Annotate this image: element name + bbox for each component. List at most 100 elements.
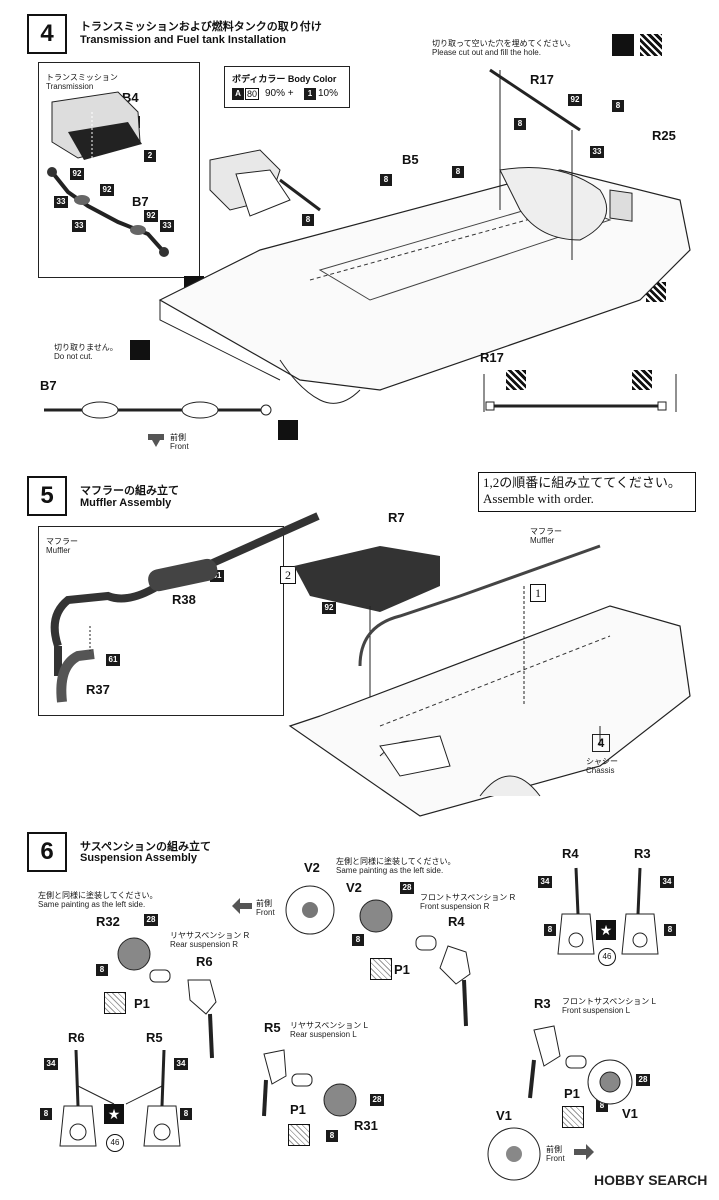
tag-2: 2 [144, 150, 156, 162]
same-paint-en: Same painting as the left side. [336, 866, 444, 875]
paint-icon [130, 340, 150, 360]
part-r6: R6 [196, 954, 213, 969]
part-b7: B7 [132, 194, 149, 209]
b7-detail-drawing [44, 401, 272, 419]
front-l-jp: フロントサスペンション L [562, 997, 656, 1006]
tag-92: 92 [100, 184, 114, 196]
front3-en: Front [546, 1154, 565, 1163]
part-r31: R31 [354, 1118, 378, 1133]
front-shocks-drawing [557, 867, 659, 955]
part-r5b: R5 [264, 1020, 281, 1035]
part-v1: V1 [622, 1106, 638, 1121]
chassis-ref-box: 4 [592, 734, 610, 752]
front-l-suspension-drawing [528, 1025, 633, 1105]
watermark: HOBBY SEARCH [594, 1172, 708, 1188]
part-r4b: R4 [562, 846, 579, 861]
do-not-cut-en: Do not cut. [54, 352, 93, 361]
muffler2-en: Muffler [530, 536, 555, 545]
front-r-jp: フロントサスペンション R [420, 893, 516, 902]
part-p1c: P1 [290, 1102, 306, 1117]
part-r3: R3 [634, 846, 651, 861]
do-not-cut-jp: 切り取りません。 [54, 343, 118, 352]
step6-title-jp: サスペンションの組み立て [80, 841, 212, 853]
step-number-5: 5 [27, 476, 67, 516]
rear-l-jp: リヤサスペンション L [290, 1021, 368, 1030]
part-r4: R4 [448, 914, 465, 929]
chassis-jp: シャシー [586, 757, 618, 766]
order-note-en: Assemble with order. [483, 491, 594, 506]
same-paint2-jp: 左側と同様に塗装してください。 [38, 891, 158, 900]
front-jp: 前側 [170, 433, 186, 442]
part-v2b: V2 [346, 880, 362, 895]
part-r17-detail: R17 [480, 350, 504, 365]
tag-28: 28 [370, 1094, 384, 1106]
cut-icon [612, 34, 634, 56]
tag-8: 8 [352, 934, 364, 946]
front-arrow-icon [148, 434, 164, 447]
tag-8: 8 [544, 924, 556, 936]
fill-icon [640, 34, 662, 56]
part-p1b: P1 [134, 996, 150, 1011]
tag-33: 33 [160, 220, 174, 232]
part-r37: R37 [86, 682, 110, 697]
cut-note-jp: 切り取って空いた穴を埋めてください。 [432, 39, 576, 48]
circle-46: 46 [106, 1134, 124, 1152]
step-number-6: 6 [27, 832, 67, 872]
chassis-drawing-step4 [158, 68, 691, 404]
front-en: Front [170, 442, 189, 451]
rear-r-suspension-drawing [117, 937, 217, 1059]
front-arrow-left-icon [232, 898, 252, 914]
front-r-en: Front suspension R [420, 902, 490, 911]
tag-8: 8 [326, 1130, 338, 1142]
tag-8: 8 [180, 1108, 192, 1120]
tag-61: 61 [106, 654, 120, 666]
front3-jp: 前側 [546, 1145, 562, 1154]
tag-28: 28 [636, 1074, 650, 1086]
rear-r-en: Rear suspension R [170, 940, 239, 949]
part-v1b: V1 [496, 1108, 512, 1123]
chassis-drawing-step5 [288, 544, 691, 817]
tag-92: 92 [322, 602, 336, 614]
tag-34: 34 [538, 876, 552, 888]
order-1: 1 [530, 584, 546, 602]
rear-l-suspension-drawing [262, 1049, 357, 1117]
tag-33: 33 [72, 220, 86, 232]
tag-8: 8 [302, 214, 314, 226]
step5-title-en: Muffler Assembly [80, 497, 172, 509]
fill-icon [506, 370, 526, 390]
tag-8: 8 [40, 1108, 52, 1120]
part-p1d: P1 [564, 1086, 580, 1101]
r17-detail-drawing [483, 374, 677, 412]
muffler-drawing [50, 512, 320, 703]
step6-title-en: Suspension Assembly [80, 852, 197, 864]
part-v2: V2 [304, 860, 320, 875]
rear-l-en: Rear suspension L [290, 1030, 357, 1039]
color-mix-text: 90% + [265, 88, 294, 99]
step4-title-jp: トランスミッションおよび燃料タンクの取り付け [80, 21, 322, 33]
tag-92: 92 [70, 168, 84, 180]
part-r5: R5 [146, 1030, 163, 1045]
muffler-jp: マフラー [46, 537, 78, 546]
transmission-jp: トランスミッション [46, 73, 118, 82]
star-badge: ★ [596, 920, 616, 940]
part-r17: R17 [530, 72, 554, 87]
part-p1: P1 [394, 962, 410, 977]
circle-46: 46 [598, 948, 616, 966]
paint-hatch-icon [370, 958, 392, 980]
cut-note-en: Please cut out and fill the hole. [432, 48, 541, 57]
tag-28: 28 [400, 882, 414, 894]
body-color-title: ボディカラー Body Color [232, 74, 337, 84]
part-r32: R32 [96, 914, 120, 929]
color-1-tag: 1 [304, 88, 316, 100]
tag-8: 8 [664, 924, 676, 936]
tag-8: 8 [452, 166, 464, 178]
step-number-4: 4 [27, 14, 67, 54]
tag-92: 92 [568, 94, 582, 106]
tag-92: 92 [144, 210, 158, 222]
tag-8: 8 [612, 100, 624, 112]
tag-8: 8 [380, 174, 392, 186]
tag-34: 34 [174, 1058, 188, 1070]
part-r6b: R6 [68, 1030, 85, 1045]
front-l-en: Front suspension L [562, 1006, 631, 1015]
tag-34: 34 [660, 876, 674, 888]
